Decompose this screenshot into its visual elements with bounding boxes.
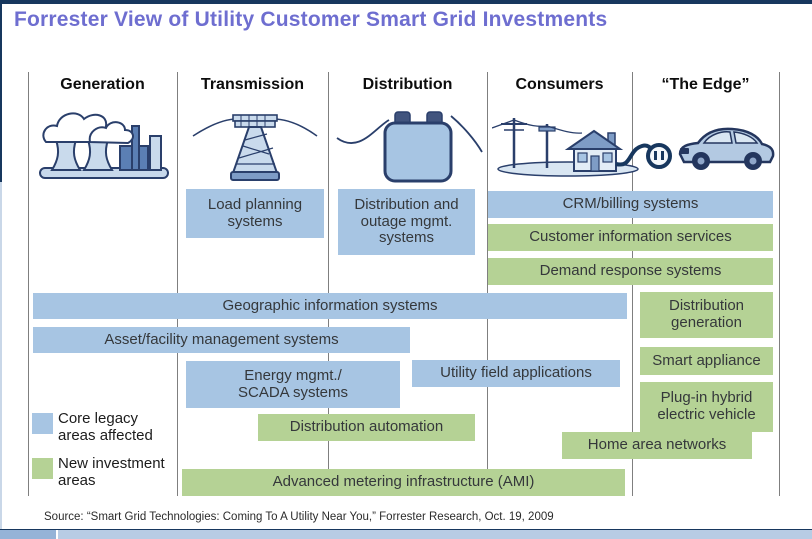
box-distribution-automation: Distribution automation bbox=[258, 414, 475, 441]
left-border-dark bbox=[0, 0, 2, 182]
column-header-the-edge: “The Edge” bbox=[661, 76, 750, 93]
column-divider bbox=[28, 72, 29, 496]
bottom-border-bar bbox=[0, 529, 812, 539]
box-geographic-information-systems: Geographic information systems bbox=[33, 293, 627, 319]
box-crm-billing-systems: CRM/billing systems bbox=[488, 191, 773, 218]
box-distribution-generation: Distribution generation bbox=[640, 292, 773, 338]
electric-car-icon bbox=[678, 127, 775, 170]
legend-core-legacy-label: Core legacy areas affected bbox=[58, 410, 153, 445]
box-load-planning-systems: Load planning systems bbox=[186, 189, 324, 238]
column-header-transmission: Transmission bbox=[200, 76, 305, 93]
transformer-icon bbox=[336, 111, 483, 183]
page-title: Forrester View of Utility Customer Smart… bbox=[14, 8, 608, 31]
column-header-distribution: Distribution bbox=[362, 76, 453, 93]
power-plant-icon bbox=[39, 112, 169, 179]
box-advanced-metering-infrastructure: Advanced metering infrastructure (AMI) bbox=[182, 469, 625, 496]
column-divider bbox=[779, 72, 780, 496]
column-header-consumers: Consumers bbox=[515, 76, 604, 93]
box-energy-mgmt-scada-systems: Energy mgmt./ SCADA systems bbox=[186, 361, 400, 408]
top-border-bar bbox=[0, 0, 812, 4]
box-smart-appliance: Smart appliance bbox=[640, 347, 773, 375]
bottom-border-bar-left-segment bbox=[0, 530, 58, 539]
house-powerline-icon bbox=[492, 118, 672, 177]
transmission-tower-icon bbox=[192, 114, 318, 181]
legend-new-investment-label: New investment areas bbox=[58, 455, 165, 490]
box-home-area-networks: Home area networks bbox=[562, 432, 752, 459]
box-plug-in-hybrid-electric-vehicle: Plug-in hybrid electric vehicle bbox=[640, 382, 773, 432]
column-header-generation: Generation bbox=[60, 76, 145, 93]
box-utility-field-applications: Utility field applications bbox=[412, 360, 620, 387]
box-asset-facility-management-systems: Asset/facility management systems bbox=[33, 327, 410, 353]
legend-core-legacy-swatch bbox=[32, 413, 53, 434]
box-customer-information-services: Customer information services bbox=[488, 224, 773, 251]
legend-new-investment-swatch bbox=[32, 458, 53, 479]
source-note: Source: “Smart Grid Technologies: Coming… bbox=[44, 511, 554, 523]
column-divider bbox=[328, 72, 329, 496]
column-divider bbox=[487, 72, 488, 496]
left-border-light bbox=[0, 182, 2, 529]
column-divider bbox=[177, 72, 178, 496]
box-distribution-outage-mgmt-systems: Distribution and outage mgmt. systems bbox=[338, 189, 475, 255]
box-demand-response-systems: Demand response systems bbox=[488, 258, 773, 285]
